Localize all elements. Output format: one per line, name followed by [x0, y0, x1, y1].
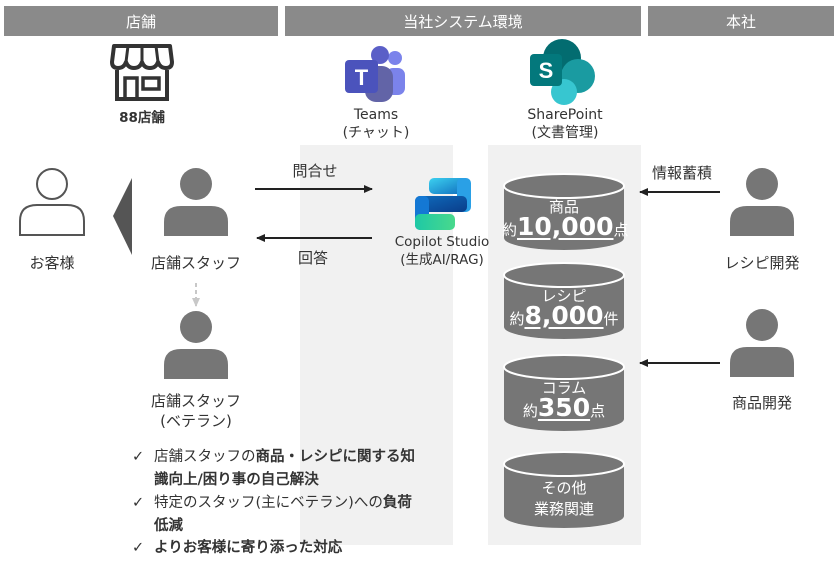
recipe-dev-label: レシピ開発 [724, 254, 800, 272]
staff-person-icon [164, 168, 228, 236]
copilot-studio-icon [415, 178, 471, 230]
columns-database-label: コラム 約350点 [522, 379, 606, 422]
sharepoint-icon: S [530, 39, 595, 105]
header-store: 店舗 [4, 6, 278, 36]
copilot-studio-label: Copilot Studio (生成AI/RAG) [394, 234, 490, 268]
check-mark-icon: ✓ [132, 540, 145, 556]
check-mark-icon: ✓ [132, 449, 145, 465]
teams-label: Teams (チャット) [342, 107, 410, 141]
check-mark-icon: ✓ [132, 495, 145, 511]
store-icon [110, 44, 174, 101]
other-database-label: その他 業務関連 [533, 479, 594, 518]
answer-label: 回答 [297, 249, 328, 267]
other-database-cylinder [503, 451, 625, 528]
veteran-person-icon [164, 311, 228, 379]
recipe-dev-person-icon [730, 168, 794, 236]
product-dev-person-icon [730, 309, 794, 377]
accumulate-label: 情報蓄積 [651, 164, 712, 182]
check-item-2: ✓特定のスタッフ(主にベテラン)への負荷 低減 [132, 492, 412, 538]
products-database-cylinder [503, 173, 625, 250]
speech-pointer [113, 178, 132, 255]
sharepoint-label: SharePoint (文書管理) [527, 107, 603, 141]
header-system: 当社システム環境 [285, 6, 641, 36]
veteran-label: 店舗スタッフ (ベテラン) [150, 392, 241, 430]
check-item-1: ✓店舗スタッフの商品・レシピに関する知 識向上/困り事の自己解決 [132, 446, 415, 492]
customer-label: お客様 [29, 254, 75, 272]
svg-text:S: S [539, 58, 554, 83]
svg-text:T: T [355, 65, 369, 90]
products-database-label: 商品 約10,000点 [502, 198, 629, 241]
inquiry-label: 問合せ [292, 162, 338, 180]
teams-icon: T [345, 46, 405, 102]
columns-database-cylinder [503, 354, 625, 431]
product-dev-label: 商品開発 [731, 394, 792, 412]
store-count: 88店舗 [119, 110, 165, 126]
check-item-3: ✓よりお客様に寄り添った対応 [132, 537, 342, 560]
staff-label: 店舗スタッフ [150, 254, 241, 272]
recipes-database-cylinder [503, 262, 625, 339]
header-hq: 本社 [648, 6, 834, 36]
recipes-database-label: レシピ 約8,000件 [509, 287, 619, 330]
customer-person-icon [19, 168, 85, 236]
